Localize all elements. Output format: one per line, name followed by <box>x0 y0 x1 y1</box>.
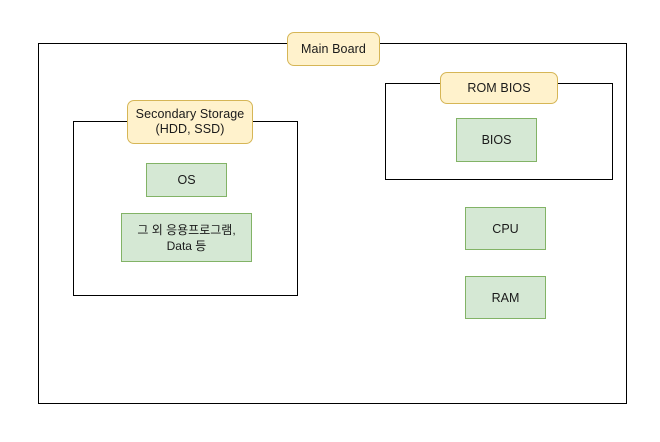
os-component: OS <box>146 163 227 197</box>
rom-bios-label: ROM BIOS <box>440 72 558 104</box>
bios-component: BIOS <box>456 118 537 162</box>
applications-data-component: 그 외 응용프로그램, Data 등 <box>121 213 252 262</box>
cpu-component: CPU <box>465 207 546 250</box>
ram-component: RAM <box>465 276 546 319</box>
main-board-label: Main Board <box>287 32 380 66</box>
secondary-storage-container <box>73 121 298 296</box>
secondary-storage-label: Secondary Storage (HDD, SSD) <box>127 100 253 144</box>
